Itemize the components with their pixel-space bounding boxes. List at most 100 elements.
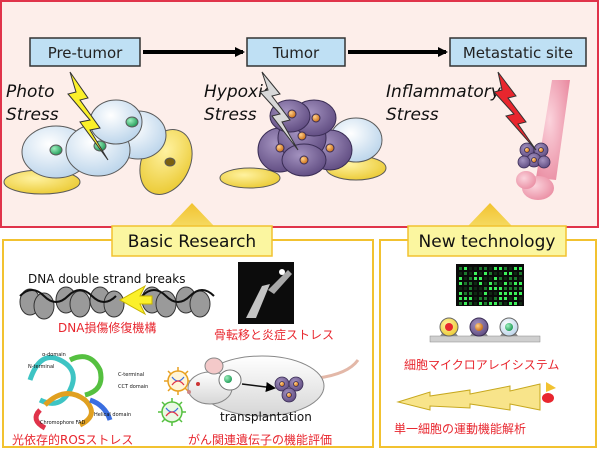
- microarray-spot: [474, 297, 477, 300]
- microarray-spot: [489, 292, 492, 295]
- lightning-bolt-gray: [259, 71, 299, 151]
- microarray-spot: [479, 292, 482, 295]
- microarray-spot: [504, 272, 507, 275]
- microarray-spot: [514, 282, 517, 285]
- stage-tumor: Tumor: [246, 37, 346, 67]
- microarray-spot: [484, 267, 487, 270]
- microarray-spot: [509, 287, 512, 290]
- up-arrow-basic-research: [170, 203, 214, 238]
- microarray-spot: [509, 297, 512, 300]
- microarray-spot: [464, 287, 467, 290]
- new-technology-banner: New technology: [407, 225, 567, 257]
- cell-motility-graphic: [396, 382, 556, 411]
- microarray-spot: [479, 297, 482, 300]
- microarray-spot: [484, 272, 487, 275]
- microarray-spot: [489, 272, 492, 275]
- microarray-spot: [464, 282, 467, 285]
- microarray-spot: [459, 292, 462, 295]
- svg-text:Hypoxic: Hypoxic: [204, 82, 273, 102]
- microarray-spot: [514, 297, 517, 300]
- pre-tumor-cell-cluster: [3, 99, 193, 195]
- stage-tumor-label: Tumor: [272, 44, 320, 62]
- svg-text:Chromophore FAD: Chromophore FAD: [40, 420, 85, 426]
- microarray-spot: [489, 302, 492, 305]
- microarray-spot: [514, 292, 517, 295]
- microarray-spot: [509, 267, 512, 270]
- microarray-spot: [494, 277, 497, 280]
- microarray-spot: [504, 292, 507, 295]
- microarray-label: 細胞マイクロアレイシステム: [404, 358, 559, 372]
- microarray-spot: [489, 287, 492, 290]
- microarray-spot: [484, 292, 487, 295]
- microarray-spot: [509, 277, 512, 280]
- microarray-spot: [459, 282, 462, 285]
- transplantation-label: transplantation: [220, 410, 312, 424]
- bone-xray-image: [238, 262, 294, 324]
- microarray-spot: [489, 297, 492, 300]
- microarray-spot: [464, 302, 467, 305]
- microarray-spot: [459, 297, 462, 300]
- microarray-spot: [464, 292, 467, 295]
- microarray-spot: [514, 272, 517, 275]
- stage-pre-tumor-label: Pre-tumor: [48, 44, 123, 62]
- microarray-spot: [514, 277, 517, 280]
- lightning-bolt-red: [493, 71, 537, 151]
- microarray-spot: [479, 282, 482, 285]
- bone-metastasis-label: 骨転移と炎症ストレス: [214, 327, 334, 342]
- microarray-spot: [494, 302, 497, 305]
- microarray-spot: [509, 282, 512, 285]
- microarray-spot: [504, 297, 507, 300]
- microarray-spot: [479, 287, 482, 290]
- microarray-spot: [494, 292, 497, 295]
- microarray-spot: [474, 302, 477, 305]
- microarray-spot: [499, 272, 502, 275]
- stage-pre-tumor: Pre-tumor: [29, 37, 141, 67]
- microarray-spots: [459, 267, 522, 305]
- microarray-spot: [484, 282, 487, 285]
- microarray-spot: [519, 272, 522, 275]
- microarray-spot: [459, 287, 462, 290]
- basic-research-banner: Basic Research: [111, 225, 273, 257]
- microarray-spot: [519, 267, 522, 270]
- microarray-spot: [499, 297, 502, 300]
- dna-break-arrow: [118, 284, 153, 316]
- svg-text:N-terminal: N-terminal: [28, 364, 54, 370]
- microarray-spot: [494, 282, 497, 285]
- microarray-spot: [469, 302, 472, 305]
- microarray-spot: [474, 282, 477, 285]
- microarray-spot: [474, 267, 477, 270]
- microarray-spot: [469, 282, 472, 285]
- microarray-spot: [484, 287, 487, 290]
- stage-metastatic-label: Metastatic site: [463, 44, 573, 62]
- microarray-spot: [499, 277, 502, 280]
- microarray-spot: [504, 302, 507, 305]
- stage-metastatic-site: Metastatic site: [449, 37, 587, 67]
- microarray-spot: [459, 302, 462, 305]
- microarray-spot: [504, 267, 507, 270]
- microarray-spot: [464, 267, 467, 270]
- microarray-spot: [484, 297, 487, 300]
- microarray-spot: [469, 292, 472, 295]
- microarray-spot: [504, 277, 507, 280]
- microarray-spot: [489, 267, 492, 270]
- microarray-spot: [494, 267, 497, 270]
- microarray-spot: [484, 302, 487, 305]
- microarray-spot: [509, 272, 512, 275]
- svg-text:Stress: Stress: [386, 105, 439, 125]
- microarray-spot: [479, 272, 482, 275]
- viral-vectors: [158, 367, 192, 426]
- hypoxic-stress-label: Hypoxic Stress: [204, 82, 273, 125]
- microarray-spot: [514, 267, 517, 270]
- mouse-transplant-model: [187, 355, 360, 417]
- microarray-spot: [464, 297, 467, 300]
- cell-array: [429, 317, 541, 343]
- microarray-spot: [519, 292, 522, 295]
- microarray-spot: [459, 267, 462, 270]
- microarray-spot: [474, 277, 477, 280]
- microarray-spot: [469, 272, 472, 275]
- microarray-spot: [494, 297, 497, 300]
- svg-text:CCT domain: CCT domain: [118, 384, 148, 390]
- microarray-spot: [499, 302, 502, 305]
- microarray-spot: [519, 277, 522, 280]
